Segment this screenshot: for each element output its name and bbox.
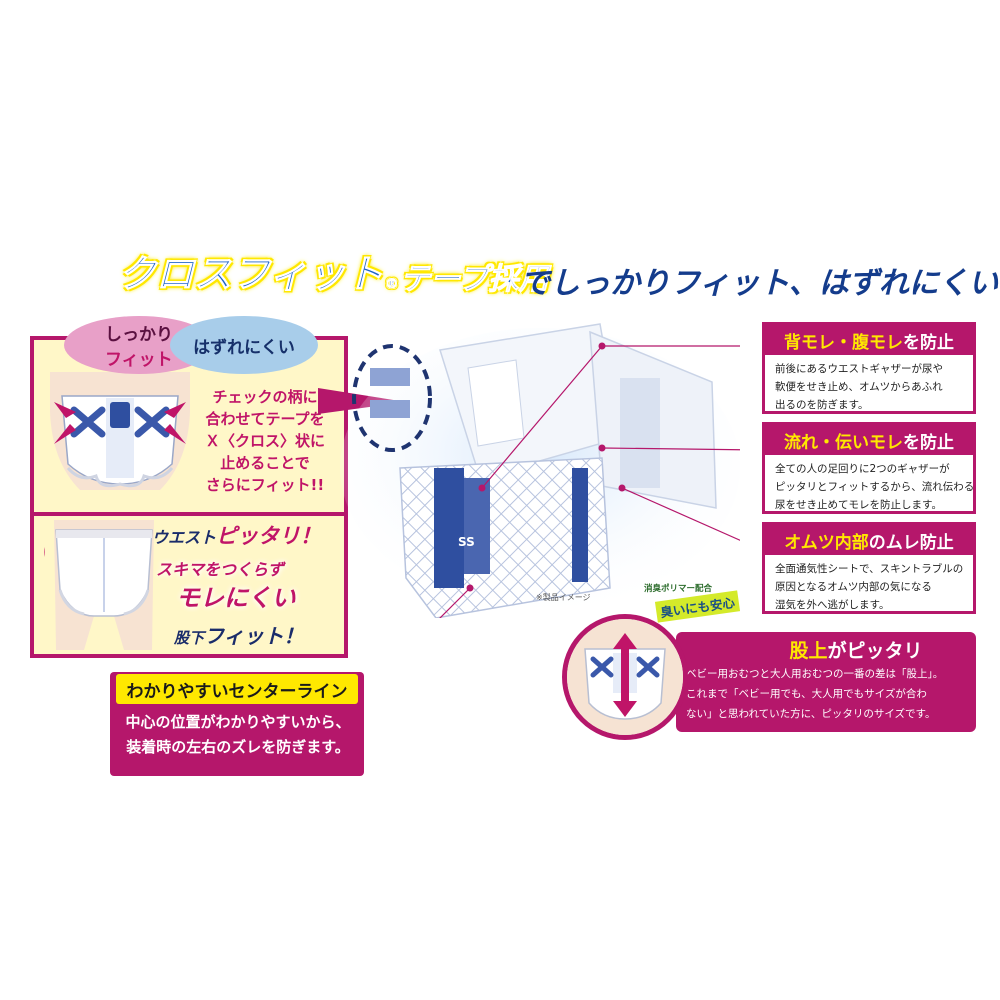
flow-leak-title-prefix: 流れ・伝いモレ	[784, 432, 903, 453]
brand-part2: テープ採用	[400, 262, 549, 298]
tape-instruction-text: チェックの柄に 合わせてテープを Ｘ〈クロス〉状に 止めることで さらにフィット…	[202, 386, 328, 496]
feature-text: ピッタリとフィットするから、流れ伝わる	[775, 481, 975, 493]
diaper-illustration: SS	[340, 323, 740, 618]
flow-leak-body: 全ての人の足回りに2つのギャザーが ピッタリとフィットするから、流れ伝わる 尿を…	[765, 455, 975, 518]
rise-fit-text: ない」と思われていた方に、ピッタリのサイズです。	[686, 708, 936, 720]
humidity-title-prefix: オムツ内部	[784, 532, 869, 553]
brand-part1: クロスフィット	[117, 252, 384, 297]
waist-emphasis: ピッタリ！	[216, 524, 322, 548]
firm-fit-suffix: フィット	[105, 350, 173, 370]
rise-fit-illustration	[562, 614, 688, 740]
waist-prefix: ウエスト	[152, 528, 217, 547]
crotch-fit-label: 股下フィット！	[174, 620, 304, 649]
humidity-body: 全面通気性シートで、スキントラブルの 原因となるオムツ内部の気になる 湿気を外へ…	[765, 555, 973, 618]
rise-fit-title-suffix: がピッタリ	[827, 639, 923, 662]
crotch-prefix: 股下	[174, 629, 205, 647]
feature-text: 湿気を外へ逃がします。	[775, 599, 890, 611]
brand-name: クロスフィット ® テープ採用	[117, 248, 549, 298]
rise-fit-title: 股上がピッタリ	[740, 636, 972, 662]
back-leak-body: 前後にあるウエストギャザーが尿や 軟便をせき止め、オムツからあふれ 出るのを防ぎ…	[765, 355, 973, 418]
humidity-title-suffix: のムレ防止	[868, 532, 954, 553]
tape-line: Ｘ〈クロス〉状に	[204, 432, 325, 450]
diaper-back-illustration	[50, 372, 190, 490]
tape-line: チェックの柄に	[212, 388, 318, 406]
hard-to-detach-label: はずれにくい	[193, 337, 295, 358]
flow-leak-title-suffix: を防止	[903, 432, 954, 453]
rise-fit-drawing	[567, 619, 683, 735]
firm-fit-prefix: しっかり	[105, 325, 173, 345]
center-line-title: わかりやすいセンターライン	[116, 674, 358, 704]
feature-text: 出るのを防ぎます。	[775, 399, 869, 411]
rise-fit-text: これまで「ベビー用でも、大人用でもサイズが合わ	[686, 688, 927, 700]
rise-fit-text: ベビー用おむつと大人用おむつの一番の差は「股上」。	[686, 668, 944, 680]
worn-diaper-illustration	[44, 520, 154, 650]
hard-to-detach-bubble: はずれにくい	[170, 316, 318, 374]
feature-text: 軟便をせき止め、オムツからあふれ	[775, 381, 943, 393]
rise-fit-title-prefix: 股上	[789, 639, 828, 662]
back-leak-box: 背モレ・腹モレを防止 前後にあるウエストギャザーが尿や 軟便をせき止め、オムツか…	[762, 322, 976, 414]
headline: クロスフィット ® テープ採用 でしっかりフィット、はずれにくい！	[117, 248, 1000, 304]
headline-rest: でしっかりフィット、はずれにくい！	[520, 266, 1000, 301]
deodorant-polymer-label: 消臭ポリマー配合	[644, 584, 713, 594]
back-leak-title-suffix: を防止	[903, 332, 954, 353]
feature-text: 全面通気性シートで、スキントラブルの	[775, 563, 964, 575]
rise-fit-body: ベビー用おむつと大人用おむつの一番の差は「股上」。 これまで「ベビー用でも、大人…	[686, 664, 970, 724]
left-panel-divider	[30, 512, 348, 516]
humidity-box: オムツ内部のムレ防止 全面通気性シートで、スキントラブルの 原因となるオムツ内部…	[762, 522, 976, 614]
center-line-text: 中心の位置がわかりやすいから、	[125, 713, 351, 731]
diaper-size-label: SS	[458, 535, 475, 549]
tape-line: さらにフィット!!	[205, 476, 325, 494]
humidity-title: オムツ内部のムレ防止	[765, 525, 973, 555]
arrow-icon	[613, 633, 637, 717]
crotch-emphasis: フィット！	[204, 624, 304, 648]
center-line-body: 中心の位置がわかりやすいから、 装着時の左右のズレを防ぎます。	[116, 710, 360, 760]
flow-leak-title: 流れ・伝いモレを防止	[765, 425, 973, 455]
center-line-text: 装着時の左右のズレを防ぎます。	[126, 738, 350, 756]
no-gap-label: スキマをつくらず	[156, 560, 284, 579]
leak-resistant-label: モレにくい	[176, 584, 296, 612]
product-image-note: ※製品イメージ	[536, 593, 591, 602]
back-leak-title-prefix: 背モレ・腹モレ	[784, 332, 903, 353]
feature-text: 尿をせき止めてモレを防止します。	[775, 499, 942, 511]
back-leak-title: 背モレ・腹モレを防止	[765, 325, 973, 355]
pointer-arrow	[318, 388, 406, 414]
rise-fit-panel	[676, 632, 976, 732]
flow-leak-box: 流れ・伝いモレを防止 全ての人の足回りに2つのギャザーが ピッタリとフィットする…	[762, 422, 976, 514]
registered-mark: ®	[385, 277, 399, 293]
feature-text: 前後にあるウエストギャザーが尿や	[775, 363, 943, 375]
feature-text: 全ての人の足回りに2つのギャザーが	[775, 463, 950, 475]
waist-fit-label: ウエストピッタリ！	[152, 520, 321, 550]
tape-line: 止めることで	[220, 454, 310, 472]
feature-text: 原因となるオムツ内部の気になる	[775, 581, 932, 593]
tape-line: 合わせてテープを	[205, 410, 325, 428]
